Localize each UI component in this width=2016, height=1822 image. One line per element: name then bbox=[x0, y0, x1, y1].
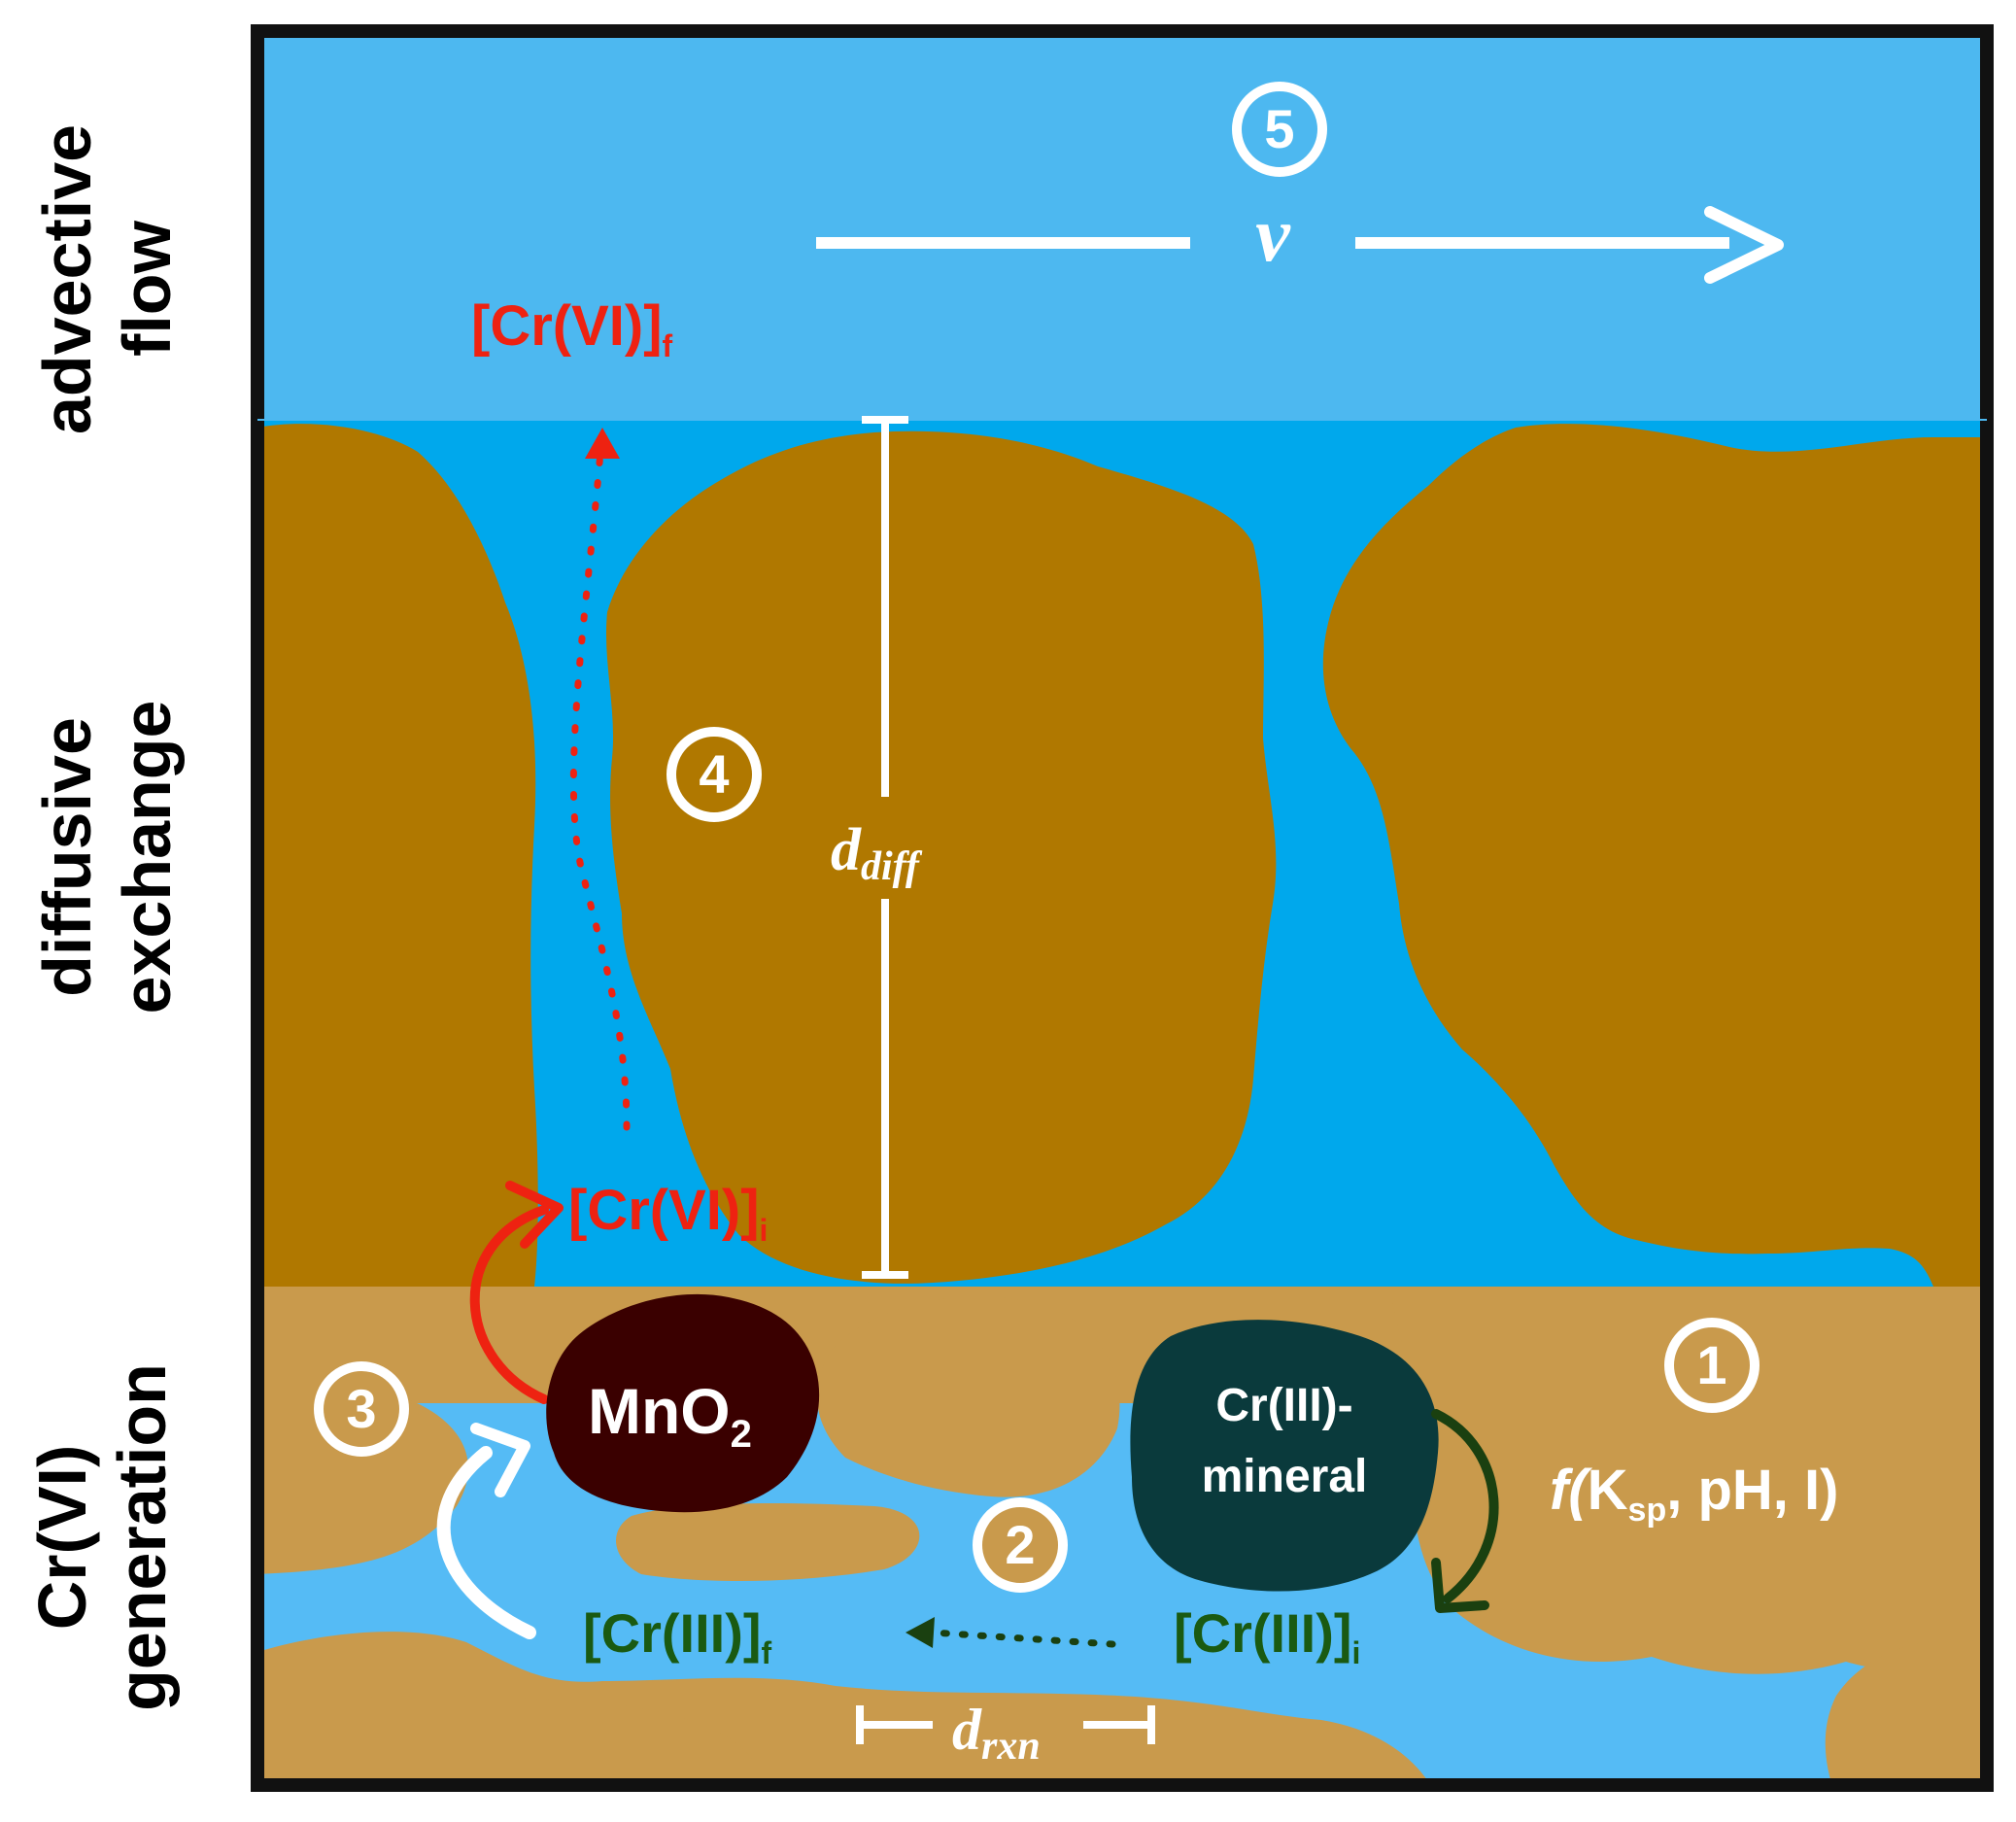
criii-final-sub: f bbox=[762, 1635, 772, 1670]
crvi-final-sub: f bbox=[663, 328, 673, 363]
d-rxn-sub: rxn bbox=[981, 1724, 1041, 1769]
bottom-grain-right bbox=[1389, 1287, 1987, 1674]
bottom-grain-lower-left bbox=[257, 1696, 758, 1785]
step-4-number: 4 bbox=[699, 743, 729, 805]
transport-dotted-arrow bbox=[929, 1629, 1116, 1648]
criii-initial-sub: i bbox=[1352, 1635, 1361, 1670]
criii-initial-main: [Cr(III)] bbox=[1174, 1602, 1352, 1664]
d-rxn-main: d bbox=[952, 1698, 982, 1762]
d-diff-main: d bbox=[831, 817, 862, 883]
crvi-initial-label: [Cr(VI)]i bbox=[568, 1179, 768, 1248]
bottom-grain-center bbox=[816, 1296, 1120, 1497]
transport-arrow-head bbox=[905, 1617, 935, 1648]
step-1-number: 1 bbox=[1696, 1334, 1726, 1395]
step-5-badge-circle bbox=[1232, 82, 1327, 177]
crvi-initial-sub: i bbox=[760, 1213, 769, 1248]
oxidation-arrow-head bbox=[505, 1181, 564, 1249]
criii-mineral-line2: mineral bbox=[1202, 1451, 1368, 1502]
grain-central-blob bbox=[605, 430, 1277, 1284]
criii-mineral-line1: Cr(III)- bbox=[1215, 1380, 1352, 1431]
bottom-grain-flat bbox=[615, 1503, 920, 1581]
step-1-badge-circle bbox=[1664, 1318, 1760, 1413]
diagram-frame bbox=[251, 24, 1994, 1792]
dissolution-arrow bbox=[1431, 1409, 1499, 1603]
mno2-sub: 2 bbox=[731, 1413, 752, 1456]
crvi-final-label: [Cr(VI)]f bbox=[471, 294, 673, 363]
diffusion-arrow-head bbox=[585, 428, 620, 459]
grain-right-mass bbox=[1322, 424, 1987, 1287]
bottom-grain-corner bbox=[1825, 1639, 1987, 1785]
mno2-main: MnO bbox=[588, 1375, 731, 1447]
crvi-initial-main: [Cr(VI)] bbox=[568, 1179, 760, 1242]
step-3-number: 3 bbox=[346, 1378, 376, 1439]
step-5-number: 5 bbox=[1264, 98, 1294, 159]
step-3-badge-circle bbox=[314, 1361, 409, 1457]
sorption-arrow bbox=[436, 1446, 536, 1639]
d-rxn-label: drxn bbox=[952, 1698, 1041, 1769]
criii-final-label: [Cr(III)]f bbox=[583, 1602, 772, 1670]
velocity-arrow-head bbox=[1704, 206, 1784, 284]
grain-left-column bbox=[257, 424, 538, 1287]
step-2-badge-circle bbox=[973, 1497, 1068, 1593]
bottom-grain-left bbox=[257, 1399, 468, 1574]
dissolution-f-prefix: f( bbox=[1550, 1459, 1592, 1522]
sorption-arrow-head bbox=[470, 1423, 530, 1497]
criii-initial-label: [Cr(III)]i bbox=[1174, 1602, 1360, 1670]
d-diff-label: ddiff bbox=[831, 817, 923, 889]
mno2-label: MnO2 bbox=[588, 1375, 752, 1456]
criii-final-main: [Cr(III)] bbox=[583, 1602, 762, 1664]
crvi-final-main: [Cr(VI)] bbox=[471, 294, 663, 358]
step-4-badge-circle bbox=[666, 727, 762, 822]
step-2-number: 2 bbox=[1005, 1514, 1035, 1575]
dissolution-function-label: f(Ksp, pH, I) bbox=[1550, 1459, 1838, 1529]
dissolution-ksp: K bbox=[1588, 1459, 1628, 1522]
advective-water-zone bbox=[257, 31, 1987, 420]
oxidation-arrow bbox=[469, 1205, 549, 1404]
dissolution-rest: , pH, I) bbox=[1666, 1459, 1838, 1522]
d-diff-sub: diff bbox=[861, 844, 923, 889]
velocity-symbol: v bbox=[1255, 192, 1291, 278]
dissolution-arrow-head bbox=[1431, 1558, 1489, 1613]
criii-mineral-particle bbox=[1130, 1320, 1439, 1592]
dissolution-ksp-sub: sp bbox=[1628, 1492, 1667, 1529]
mno2-particle bbox=[546, 1293, 820, 1513]
